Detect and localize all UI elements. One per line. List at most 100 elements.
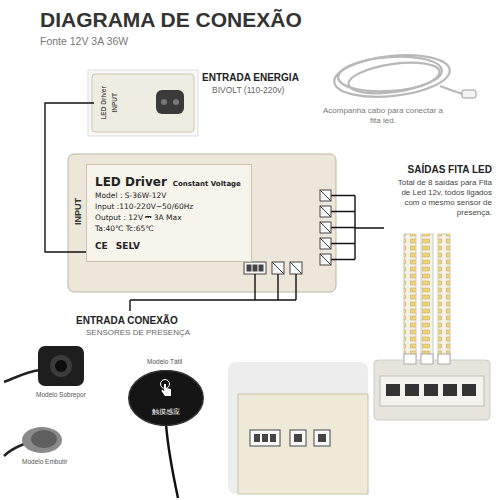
sensor-cable bbox=[4, 444, 24, 456]
driver-label-sticker: LED Driver Constant VoltageModel : S-36W-… bbox=[86, 164, 252, 262]
housing-print: INPUT bbox=[73, 198, 83, 225]
photo-frame bbox=[88, 70, 198, 136]
cable-tail bbox=[440, 86, 463, 94]
callout-subheading: BIVOLT (110-220v) bbox=[212, 85, 284, 95]
sensor-print: 触摸感应 bbox=[152, 407, 180, 417]
strip-plug bbox=[438, 354, 450, 364]
sensor-terminals bbox=[244, 262, 302, 274]
corner-terminal bbox=[250, 430, 280, 446]
connector-socket bbox=[405, 384, 419, 396]
connector-body bbox=[380, 376, 484, 406]
recessed-sensor bbox=[22, 427, 62, 453]
callout-heading: ENTRADA CONEXÃO bbox=[76, 315, 178, 326]
photo-caption: Acompanha cabo para conectar a fita led. bbox=[322, 106, 444, 126]
terminal-mark bbox=[320, 222, 331, 233]
sensor-lens bbox=[55, 360, 67, 372]
sensor-disc bbox=[128, 370, 204, 426]
spec-line: Output : 12V ⎓ 3A Max bbox=[95, 212, 243, 223]
terminal-slot bbox=[247, 265, 251, 271]
terminal-slot bbox=[262, 434, 268, 442]
housing-print: INPUT bbox=[111, 93, 118, 113]
housing-print: LED Driver bbox=[100, 86, 107, 120]
sensor-terminal bbox=[244, 262, 266, 274]
strip-plug bbox=[404, 354, 416, 364]
strip-base bbox=[438, 234, 450, 358]
touch-sensor: 触摸感应 bbox=[128, 370, 204, 426]
cert-mark: CE bbox=[95, 241, 108, 251]
terminal-mark bbox=[320, 238, 331, 249]
power-socket bbox=[156, 90, 184, 114]
connector-socket bbox=[386, 384, 400, 396]
surface-sensor bbox=[38, 346, 84, 386]
strip-leds bbox=[404, 234, 416, 358]
sensor-terminal bbox=[290, 262, 302, 274]
strip-plug bbox=[421, 354, 433, 364]
socket-pin bbox=[173, 99, 179, 105]
touch-icon bbox=[158, 379, 174, 397]
corner-terminal bbox=[290, 430, 306, 446]
terminal-slot bbox=[270, 434, 276, 442]
output-terminal bbox=[320, 222, 331, 233]
callout-subheading: SENSORES DE PRESENÇA bbox=[86, 328, 190, 337]
strip-leds bbox=[438, 234, 450, 358]
terminal-mark bbox=[320, 190, 331, 201]
model-caption: Modelo Embutir bbox=[22, 458, 68, 465]
callout-heading: SAÍDAS FITA LED bbox=[388, 164, 492, 175]
touch-sensor-cable bbox=[166, 424, 178, 498]
spec-line: Ta:40℃ Tc:65℃ bbox=[95, 223, 243, 234]
corner-photo bbox=[228, 362, 368, 494]
sensor-leader-lines bbox=[130, 274, 296, 311]
strip-base bbox=[404, 234, 416, 358]
callout-heading: ENTRADA ENERGIA bbox=[202, 72, 299, 83]
socket-pin bbox=[161, 99, 167, 105]
cable-loop bbox=[332, 50, 452, 102]
product-type: Constant Voltage bbox=[173, 180, 241, 188]
diagram-title: DIAGRAMA DE CONEXÃO bbox=[40, 8, 302, 32]
sensor-terminal bbox=[272, 262, 284, 274]
driver-housing bbox=[68, 154, 336, 292]
spec-line: Input :110-220V~50/60Hz bbox=[95, 201, 243, 212]
connector-socket bbox=[462, 384, 476, 396]
output-terminals bbox=[320, 190, 331, 265]
sensor-disc-body bbox=[129, 371, 203, 426]
driver-end-photo: LED Driver INPUT bbox=[94, 74, 152, 132]
sensor-lens bbox=[50, 355, 72, 377]
terminal-mark bbox=[272, 262, 284, 274]
sensor-face bbox=[31, 430, 57, 448]
output-terminal bbox=[320, 254, 331, 265]
strip-leds bbox=[421, 234, 433, 358]
product-name: LED Driver bbox=[95, 175, 167, 189]
spec-line: Model : S-36W-12V bbox=[95, 190, 243, 201]
strip-base bbox=[421, 234, 433, 358]
terminal-slot bbox=[318, 434, 326, 442]
terminal-slot bbox=[253, 265, 257, 271]
connector-socket bbox=[424, 384, 438, 396]
output-terminal bbox=[320, 238, 331, 249]
cable-coil bbox=[332, 50, 463, 102]
driver-end-housing bbox=[92, 74, 194, 132]
touch-hand bbox=[162, 384, 172, 396]
led-strips bbox=[404, 234, 450, 358]
corner-terminal bbox=[314, 430, 330, 446]
terminal-slot bbox=[294, 434, 302, 442]
model-caption: Modelo Tátil bbox=[147, 358, 182, 365]
output-leader-lines bbox=[331, 196, 384, 260]
subtitle: Fonte 12V 3A 36W bbox=[40, 35, 128, 47]
connector-socket bbox=[443, 384, 457, 396]
sensor-cable bbox=[4, 370, 40, 382]
terminal-slot bbox=[259, 265, 263, 271]
output-terminal bbox=[320, 190, 331, 201]
cable-plug bbox=[462, 90, 476, 98]
cable-loop bbox=[346, 58, 441, 99]
corner-housing bbox=[238, 394, 368, 494]
model-caption: Modelo Sobrepor bbox=[36, 391, 86, 398]
connector-photo bbox=[374, 360, 490, 420]
terminal-mark bbox=[290, 262, 302, 274]
terminal-slot bbox=[254, 434, 260, 442]
output-terminal bbox=[320, 206, 331, 217]
callout-note: Total de 8 saídas para Fita de Led 12v, … bbox=[388, 178, 492, 218]
terminal-mark bbox=[320, 206, 331, 217]
cert-mark: SELV bbox=[116, 241, 140, 251]
terminal-mark bbox=[320, 254, 331, 265]
